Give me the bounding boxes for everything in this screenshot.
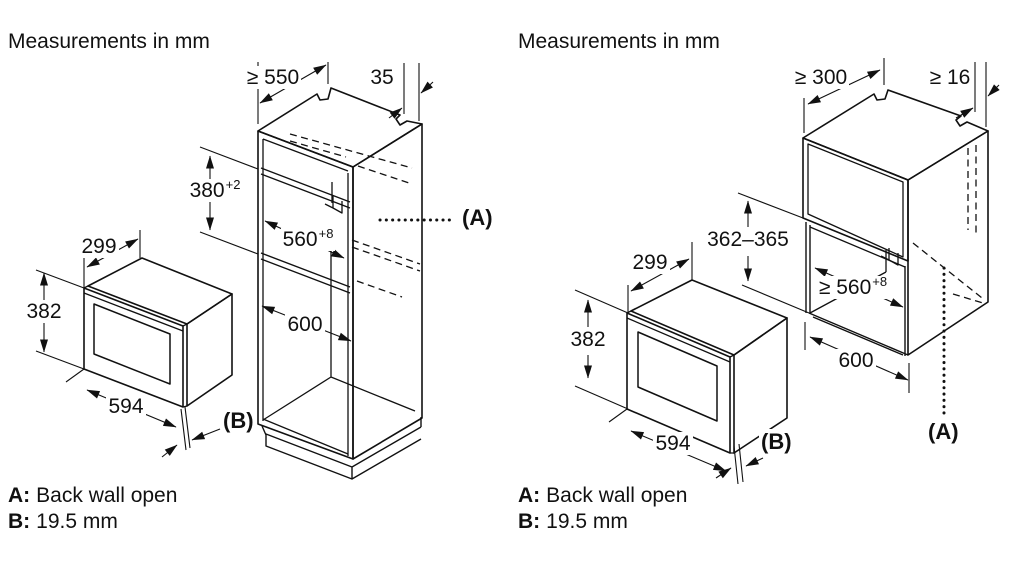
left-cabinet-plinth bbox=[261, 417, 422, 480]
left-cabinet-hidden-back-lines bbox=[289, 133, 421, 298]
right-dim-16-extensions bbox=[974, 62, 987, 127]
right-cabinet bbox=[802, 89, 989, 416]
right-callout-b: (B) bbox=[759, 429, 794, 455]
right-cabinet-niche-left-panel bbox=[805, 222, 811, 314]
left-dim-rear-gap: 35 bbox=[368, 66, 396, 89]
left-dim-35-extensions bbox=[403, 63, 420, 121]
left-dim-b-arrow-upper bbox=[191, 428, 221, 441]
right-microwave-door-edges bbox=[626, 310, 735, 454]
left-callout-a: (A) bbox=[460, 205, 495, 231]
left-legend-text-b: 19.5 mm bbox=[36, 510, 118, 533]
left-microwave-top-face bbox=[87, 257, 233, 325]
right-legend-text-b: 19.5 mm bbox=[546, 510, 628, 533]
left-cabinet-shelf-bottom bbox=[260, 252, 351, 294]
left-dim-b-arrow-lower bbox=[161, 444, 178, 458]
left-dim-appliance-height: 382 bbox=[24, 300, 64, 323]
right-dim-16-arrow-outer bbox=[987, 84, 1000, 97]
right-cabinet-hidden-back-lines bbox=[912, 145, 984, 304]
left-cabinet bbox=[257, 87, 455, 480]
right-legend: A:Back wall open B:19.5 mm bbox=[518, 483, 687, 535]
left-legend: A:Back wall open B:19.5 mm bbox=[8, 483, 177, 535]
right-dim-appliance-width: 594 bbox=[653, 432, 693, 455]
right-cabinet-niche-bracket bbox=[880, 248, 899, 266]
left-legend-key-b: B: bbox=[8, 510, 31, 533]
left-dim-b-extensions bbox=[180, 406, 191, 451]
left-cabinet-shelf-top bbox=[260, 167, 351, 209]
left-dim-niche-width: 560+8 bbox=[280, 226, 336, 251]
right-dim-min-depth: ≥ 300 bbox=[792, 66, 850, 89]
left-cabinet-niche-bracket bbox=[324, 182, 343, 214]
left-dim-380-extensions bbox=[199, 146, 259, 255]
right-dim-niche-width: ≥ 560+8 bbox=[816, 274, 890, 299]
right-title: Measurements in mm bbox=[518, 30, 720, 53]
left-legend-key-a: A: bbox=[8, 484, 31, 507]
right-legend-row-b: B:19.5 mm bbox=[518, 509, 687, 535]
left-cabinet-side-face bbox=[352, 123, 423, 460]
right-cabinet-top-face bbox=[802, 89, 989, 181]
right-microwave-top-face bbox=[630, 279, 788, 356]
left-legend-text-a: Back wall open bbox=[36, 484, 178, 507]
right-dim-299-arrow bbox=[630, 258, 690, 292]
left-dim-niche-height: 380+2 bbox=[187, 177, 243, 202]
left-microwave bbox=[83, 257, 233, 408]
right-dim-b-extensions bbox=[733, 443, 744, 485]
right-dim-side-gap: ≥ 16 bbox=[927, 66, 973, 89]
left-dim-35-arrow-outer bbox=[420, 81, 434, 94]
right-dim-b-arrow-upper bbox=[745, 457, 764, 467]
right-dim-niche-depth: 600 bbox=[836, 349, 876, 372]
right-microwave bbox=[626, 279, 788, 454]
right-dim-594-extension bbox=[608, 408, 628, 423]
right-dim-362-extensions bbox=[737, 192, 810, 314]
right-dim-b-arrow-lower bbox=[715, 467, 732, 479]
left-dimension-lines bbox=[35, 62, 434, 458]
left-cabinet-inner-frame bbox=[262, 138, 349, 456]
right-microwave-window bbox=[637, 331, 718, 422]
right-dim-appliance-height: 382 bbox=[568, 328, 608, 351]
right-dim-16-arrow-inner bbox=[955, 107, 974, 119]
right-dim-299-extensions bbox=[627, 242, 693, 313]
left-cabinet-front-face bbox=[257, 130, 354, 460]
left-dim-299-extensions bbox=[83, 230, 141, 288]
right-legend-row-a: A:Back wall open bbox=[518, 483, 687, 509]
right-cabinet-door-inset bbox=[807, 143, 904, 258]
left-dim-594-extension bbox=[65, 368, 85, 383]
right-dim-appliance-depth: 299 bbox=[630, 251, 670, 274]
left-dim-appliance-width: 594 bbox=[106, 395, 146, 418]
right-dim-382-extensions bbox=[574, 289, 629, 410]
right-cabinet-side-face bbox=[907, 130, 989, 356]
left-dim-35-arrow-inner bbox=[388, 107, 403, 119]
left-dim-min-depth: ≥ 550 bbox=[244, 66, 302, 89]
left-dim-lower-compartment: 600 bbox=[285, 313, 325, 336]
right-cabinet-front-face bbox=[802, 137, 909, 262]
left-dim-appliance-depth: 299 bbox=[79, 235, 119, 258]
left-callout-b: (B) bbox=[221, 408, 256, 434]
right-dim-600-extensions bbox=[804, 322, 910, 393]
right-dim-niche-height: 362–365 bbox=[705, 228, 791, 251]
right-legend-key-a: A: bbox=[518, 484, 541, 507]
right-legend-key-b: B: bbox=[518, 510, 541, 533]
left-microwave-window bbox=[93, 303, 171, 385]
left-microwave-door-edges bbox=[83, 285, 188, 408]
right-microwave-side-face bbox=[733, 317, 788, 454]
left-legend-row-b: B:19.5 mm bbox=[8, 509, 177, 535]
left-legend-row-a: A:Back wall open bbox=[8, 483, 177, 509]
right-legend-text-a: Back wall open bbox=[546, 484, 688, 507]
left-title: Measurements in mm bbox=[8, 30, 210, 53]
right-callout-a: (A) bbox=[926, 419, 961, 445]
right-dim-300-extensions bbox=[803, 58, 885, 133]
left-microwave-side-face bbox=[186, 293, 233, 407]
